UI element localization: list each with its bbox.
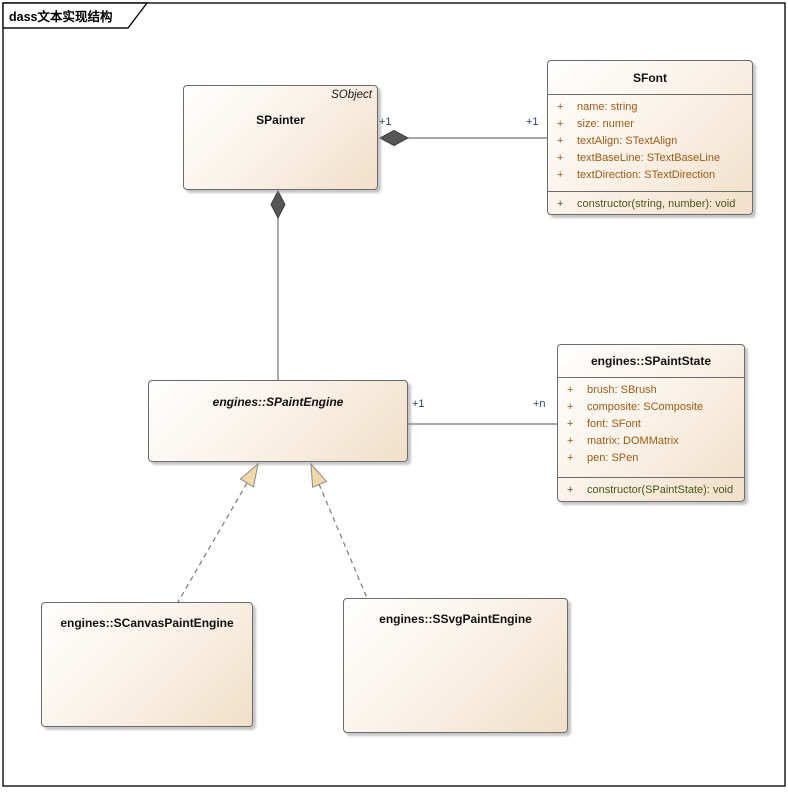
operation-text: constructor(SPaintState): void [587, 484, 734, 496]
composition-diamond-icon [270, 189, 286, 220]
diagram-frame-tab [2, 2, 149, 29]
class-sfont[interactable]: SFont + name: string + size: numer + tex… [547, 60, 753, 215]
class-scanvaspaintengine[interactable]: engines::SCanvasPaintEngine [41, 602, 253, 727]
parent-type-label: SObject [331, 89, 372, 101]
attribute-text: matrix: DOMMatrix [587, 435, 679, 447]
operation-text: constructor(string, number): void [577, 198, 736, 210]
operations-compartment: + constructor(string, number): void [548, 191, 752, 216]
attribute-text: name: string [577, 101, 638, 113]
class-ssvgpaintengine[interactable]: engines::SSvgPaintEngine [343, 598, 568, 733]
visibility-marker: + [557, 198, 564, 210]
attributes-compartment: + name: string + size: numer + textAlign… [548, 94, 752, 191]
attribute-row: + matrix: DOMMatrix [558, 433, 744, 450]
visibility-marker: + [557, 101, 564, 113]
visibility-marker: + [567, 435, 574, 447]
attribute-text: textDirection: STextDirection [577, 169, 716, 181]
operation-row: + constructor(SPaintState): void [558, 478, 744, 503]
attribute-row: + brush: SBrush [558, 382, 744, 399]
attribute-row: + textDirection: STextDirection [548, 167, 752, 184]
attribute-text: size: numer [577, 118, 634, 130]
class-spaintstate[interactable]: engines::SPaintState + brush: SBrush + c… [557, 344, 745, 502]
class-title: engines::SPaintEngine [212, 395, 344, 409]
attribute-text: pen: SPen [587, 452, 639, 464]
visibility-marker: + [567, 401, 574, 413]
attributes-compartment: + brush: SBrush + composite: SComposite … [558, 377, 744, 477]
attribute-text: composite: SComposite [587, 401, 704, 413]
realization-line-scanvaspaintengine[interactable] [177, 482, 248, 603]
class-spaintengine[interactable]: engines::SPaintEngine [148, 380, 408, 462]
diagram-frame-title: dass文本实现结构 [9, 10, 113, 24]
multiplicity-label-spaintstate-side: +n [533, 398, 546, 410]
attribute-text: textAlign: STextAlign [577, 135, 678, 147]
realization-arrowhead-icon [239, 462, 259, 488]
realization-arrowhead-icon [310, 462, 328, 488]
attribute-row: + pen: SPen [558, 450, 744, 467]
multiplicity-label-sfont-side: +1 [526, 116, 539, 128]
attribute-row: + font: SFont [558, 416, 744, 433]
multiplicity-label-spaintengine-side: +1 [412, 398, 425, 410]
attribute-row: + composite: SComposite [558, 399, 744, 416]
class-title: engines::SPaintState [590, 354, 712, 368]
operation-row: + constructor(string, number): void [548, 192, 752, 217]
attribute-row: + size: numer [548, 116, 752, 133]
class-title: SPainter [256, 113, 305, 127]
visibility-marker: + [567, 452, 574, 464]
visibility-marker: + [557, 118, 564, 130]
attribute-row: + name: string [548, 99, 752, 116]
realization-line-ssvgpaintengine[interactable] [318, 483, 368, 599]
visibility-marker: + [567, 418, 574, 430]
class-title: engines::SCanvasPaintEngine [60, 616, 234, 630]
operations-compartment: + constructor(SPaintState): void [558, 477, 744, 503]
class-spainter[interactable]: SObject SPainter [183, 85, 378, 190]
attribute-text: font: SFont [587, 418, 641, 430]
multiplicity-label-spainter-side: +1 [379, 116, 392, 128]
visibility-marker: + [557, 169, 564, 181]
attribute-row: + textBaseLine: STextBaseLine [548, 150, 752, 167]
attribute-row: + textAlign: STextAlign [548, 133, 752, 150]
visibility-marker: + [557, 135, 564, 147]
class-title: SFont [633, 70, 667, 85]
visibility-marker: + [567, 384, 574, 396]
class-title: engines::SSvgPaintEngine [379, 612, 532, 626]
composition-diamond-icon [378, 129, 410, 147]
visibility-marker: + [557, 152, 564, 164]
attribute-text: textBaseLine: STextBaseLine [577, 152, 721, 164]
attribute-text: brush: SBrush [587, 384, 657, 396]
visibility-marker: + [567, 484, 574, 496]
